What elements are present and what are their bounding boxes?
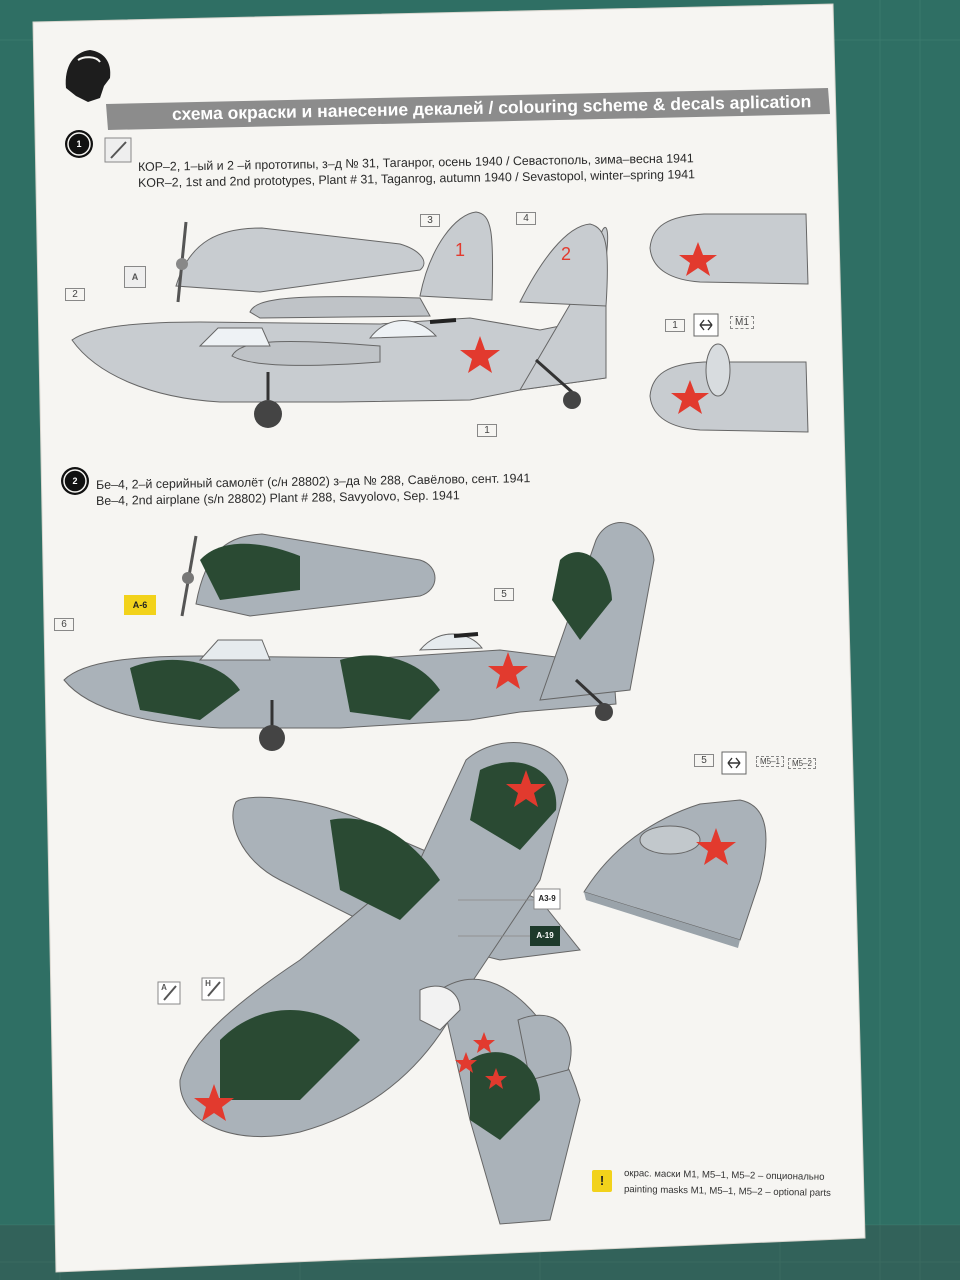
tailplane-top-view (649, 213, 809, 285)
decal-ref-1: 1 (477, 424, 497, 437)
tailplane-bottom-view (649, 343, 809, 433)
kor2-side-view (71, 221, 609, 428)
brush-paint-icon (104, 137, 132, 163)
colour-chip-label-a-19: A-19 (536, 931, 554, 940)
colour-chip-a3-9 (533, 888, 561, 910)
brand-helmet-logo (65, 50, 111, 102)
paint-badge-a: A (161, 983, 167, 992)
paint-pen-icon-a (157, 981, 181, 1005)
decal-ref-5b: 5 (694, 754, 714, 767)
mask-ref-m1: M1 (730, 316, 754, 329)
mirror-symbol-icon-2 (721, 751, 747, 775)
profile-1-number-circle (65, 130, 93, 158)
mask-ref-m5-2: M5–2 (788, 758, 816, 769)
mask-ref-m5-1: M5–1 (756, 756, 784, 767)
paint-pen-icon-h (201, 977, 225, 1001)
tail-fin-1 (419, 211, 494, 301)
be4-side-view (63, 522, 655, 751)
warning-icon (592, 1170, 612, 1192)
colour-chip-a-6 (124, 595, 156, 615)
profile-1-number: 1 (76, 139, 82, 149)
tail-fin-2 (519, 223, 608, 307)
decal-ref-2: 2 (65, 288, 85, 301)
header-banner (106, 88, 830, 130)
warning-icon-glyph: ! (599, 1173, 605, 1188)
colour-badge-a-6: A-6 (132, 600, 148, 610)
decal-ref-5: 5 (494, 588, 514, 601)
decal-ref-1b: 1 (665, 319, 685, 332)
decal-ref-6: 6 (54, 618, 74, 631)
decal-ref-3: 3 (420, 214, 440, 227)
paint-badge-h: H (205, 979, 211, 988)
tail-number-2: 2 (560, 244, 571, 264)
tail-number-1: 1 (454, 240, 465, 260)
mirror-symbol-icon-1 (693, 313, 719, 337)
decal-ref-4: 4 (516, 212, 536, 225)
profile-2-number-circle (61, 467, 89, 495)
be4-top-view (179, 742, 581, 1225)
paint-badge-1: A (124, 266, 146, 288)
colour-chip-a-19 (530, 926, 560, 946)
colour-chip-label-a3-9: A3-9 (538, 894, 556, 903)
profile-2-number: 2 (72, 476, 78, 486)
be4-tailplane-view (583, 799, 767, 948)
